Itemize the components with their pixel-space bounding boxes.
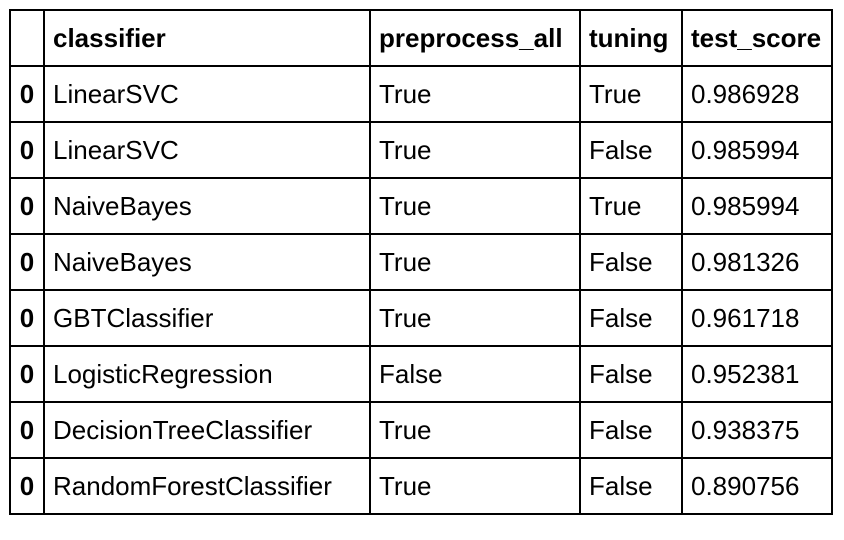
- cell-classifier: NaiveBayes: [43, 177, 371, 235]
- table-row: 0 RandomForestClassifier True False 0.89…: [9, 457, 833, 515]
- header-preprocess-all: preprocess_all: [369, 9, 581, 67]
- table-row: 0 NaiveBayes True False 0.981326: [9, 233, 833, 291]
- row-index: 0: [9, 457, 45, 515]
- table-row: 0 DecisionTreeClassifier True False 0.93…: [9, 401, 833, 459]
- cell-classifier: DecisionTreeClassifier: [43, 401, 371, 459]
- cell-classifier: RandomForestClassifier: [43, 457, 371, 515]
- cell-test-score: 0.985994: [681, 121, 833, 179]
- table-row: 0 LinearSVC True True 0.986928: [9, 65, 833, 123]
- cell-test-score: 0.985994: [681, 177, 833, 235]
- cell-test-score: 0.890756: [681, 457, 833, 515]
- cell-tuning: False: [579, 401, 683, 459]
- table-header: classifier preprocess_all tuning test_sc…: [9, 9, 833, 67]
- cell-classifier: LinearSVC: [43, 121, 371, 179]
- cell-classifier: LogisticRegression: [43, 345, 371, 403]
- header-test-score: test_score: [681, 9, 833, 67]
- cell-tuning: False: [579, 233, 683, 291]
- cell-preprocess-all: True: [369, 289, 581, 347]
- header-row: classifier preprocess_all tuning test_sc…: [9, 9, 833, 67]
- row-index: 0: [9, 345, 45, 403]
- cell-test-score: 0.961718: [681, 289, 833, 347]
- header-tuning: tuning: [579, 9, 683, 67]
- cell-preprocess-all: True: [369, 457, 581, 515]
- cell-tuning: False: [579, 121, 683, 179]
- row-index: 0: [9, 65, 45, 123]
- cell-classifier: LinearSVC: [43, 65, 371, 123]
- header-index: [9, 9, 45, 67]
- table-row: 0 NaiveBayes True True 0.985994: [9, 177, 833, 235]
- cell-classifier: GBTClassifier: [43, 289, 371, 347]
- cell-preprocess-all: True: [369, 177, 581, 235]
- row-index: 0: [9, 177, 45, 235]
- cell-preprocess-all: True: [369, 401, 581, 459]
- cell-tuning: False: [579, 457, 683, 515]
- table-row: 0 GBTClassifier True False 0.961718: [9, 289, 833, 347]
- cell-test-score: 0.938375: [681, 401, 833, 459]
- header-classifier: classifier: [43, 9, 371, 67]
- cell-test-score: 0.981326: [681, 233, 833, 291]
- table-body: 0 LinearSVC True True 0.986928 0 LinearS…: [9, 65, 833, 515]
- cell-tuning: True: [579, 65, 683, 123]
- cell-test-score: 0.986928: [681, 65, 833, 123]
- cell-test-score: 0.952381: [681, 345, 833, 403]
- table-row: 0 LogisticRegression False False 0.95238…: [9, 345, 833, 403]
- cell-preprocess-all: True: [369, 65, 581, 123]
- cell-preprocess-all: True: [369, 233, 581, 291]
- row-index: 0: [9, 289, 45, 347]
- table-row: 0 LinearSVC True False 0.985994: [9, 121, 833, 179]
- cell-preprocess-all: True: [369, 121, 581, 179]
- row-index: 0: [9, 401, 45, 459]
- cell-tuning: True: [579, 177, 683, 235]
- cell-classifier: NaiveBayes: [43, 233, 371, 291]
- cell-tuning: False: [579, 289, 683, 347]
- results-table: classifier preprocess_all tuning test_sc…: [9, 9, 833, 515]
- row-index: 0: [9, 233, 45, 291]
- row-index: 0: [9, 121, 45, 179]
- cell-tuning: False: [579, 345, 683, 403]
- cell-preprocess-all: False: [369, 345, 581, 403]
